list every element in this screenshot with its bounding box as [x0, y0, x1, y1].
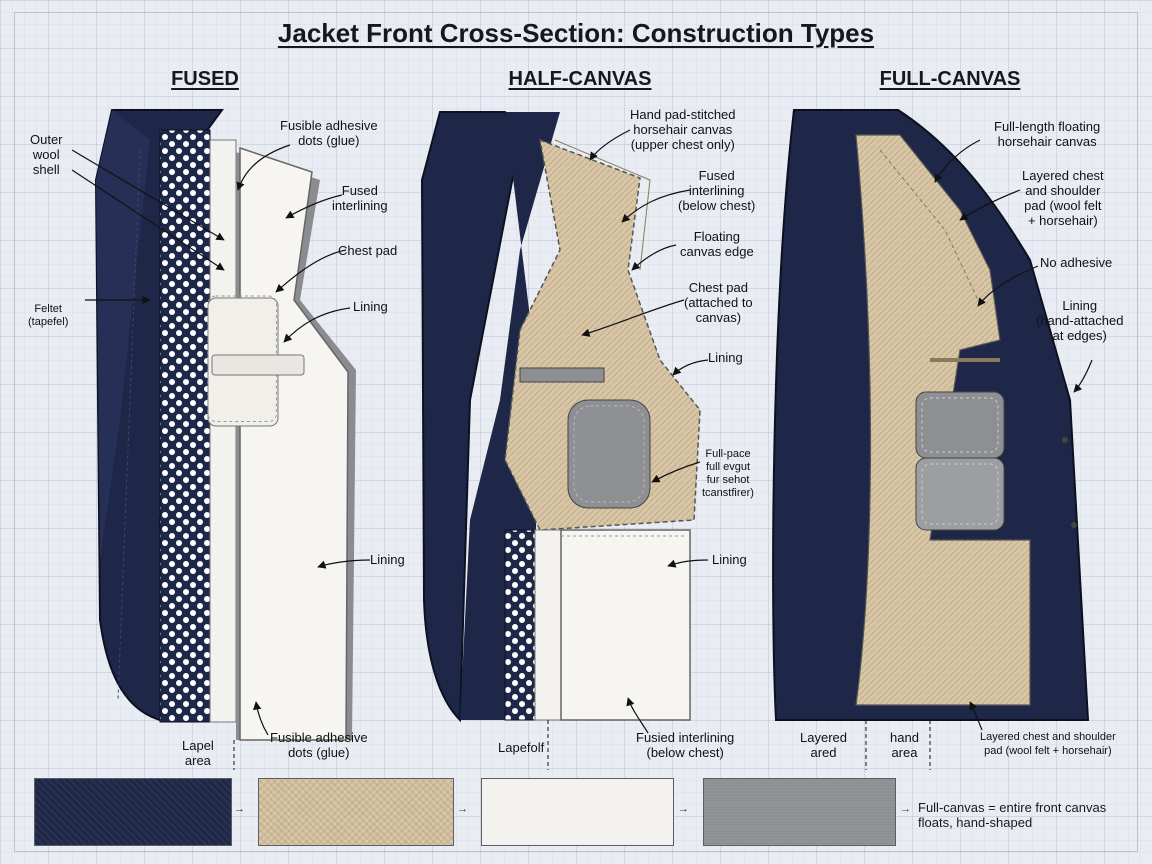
label-hand-area: hand area — [890, 730, 919, 760]
legend-arrow: → — [678, 803, 689, 815]
label-lining-hand-attached: Lining (hand-attached at edges) — [1036, 298, 1123, 343]
swatch-wool-shell — [34, 778, 232, 846]
label-lapel-area: Lapel area — [182, 738, 214, 768]
swatch-horsehair-canvas — [258, 778, 454, 846]
legend-arrow: → — [234, 803, 245, 815]
legend-arrow: → — [900, 803, 911, 815]
label-lining-fused-upper: Lining — [353, 299, 388, 314]
swatch-chest-pad — [703, 778, 896, 846]
label-floating-canvas-edge: Floating canvas edge — [680, 229, 754, 259]
label-horsehair-canvas-upper: Hand pad-stitched horsehair canvas (uppe… — [630, 107, 736, 152]
label-lapefolf: Lapefolf — [498, 740, 544, 755]
label-felt: Feltet (tapefel) — [28, 303, 68, 329]
fused-jacket — [96, 110, 356, 770]
label-fused-interlining-half: Fused interlining (below chest) — [678, 168, 755, 213]
label-fusied-interlining: Fusied interlining (below chest) — [636, 730, 734, 760]
label-fusible-top: Fusible adhesive dots (glue) — [280, 118, 378, 148]
label-fusible-bottom: Fusible adhesive dots (glue) — [270, 730, 368, 760]
label-lining-half-upper: Lining — [708, 350, 743, 365]
label-outer-wool-shell: Outer wool shell — [30, 132, 63, 177]
label-layered-chest-pad: Layered chest and shoulder pad (wool fel… — [1022, 168, 1104, 228]
label-full-pad: Full-pace full evgut fur sehot tcanstfir… — [702, 448, 754, 500]
label-chest-pad-fused: Chest pad — [338, 243, 397, 258]
label-layered-ared: Layered ared — [800, 730, 847, 760]
label-no-adhesive: No adhesive — [1040, 255, 1112, 270]
half-canvas-jacket — [422, 112, 700, 770]
label-layered-chest-bottom: Layered chest and shoulder pad (wool fel… — [980, 730, 1116, 758]
label-lining-fused-lower: Lining — [370, 552, 405, 567]
label-fused-interlining: Fused interlining — [332, 183, 388, 213]
label-full-length-canvas: Full-length floating horsehair canvas — [994, 119, 1100, 149]
legend-note: Full-canvas = entire front canvas floats… — [918, 800, 1106, 830]
label-chest-pad-half: Chest pad (attached to canvas) — [684, 280, 753, 325]
swatch-fused-interlining — [481, 778, 674, 846]
label-lining-half-lower: Lining — [712, 552, 747, 567]
legend-arrow: → — [457, 803, 468, 815]
